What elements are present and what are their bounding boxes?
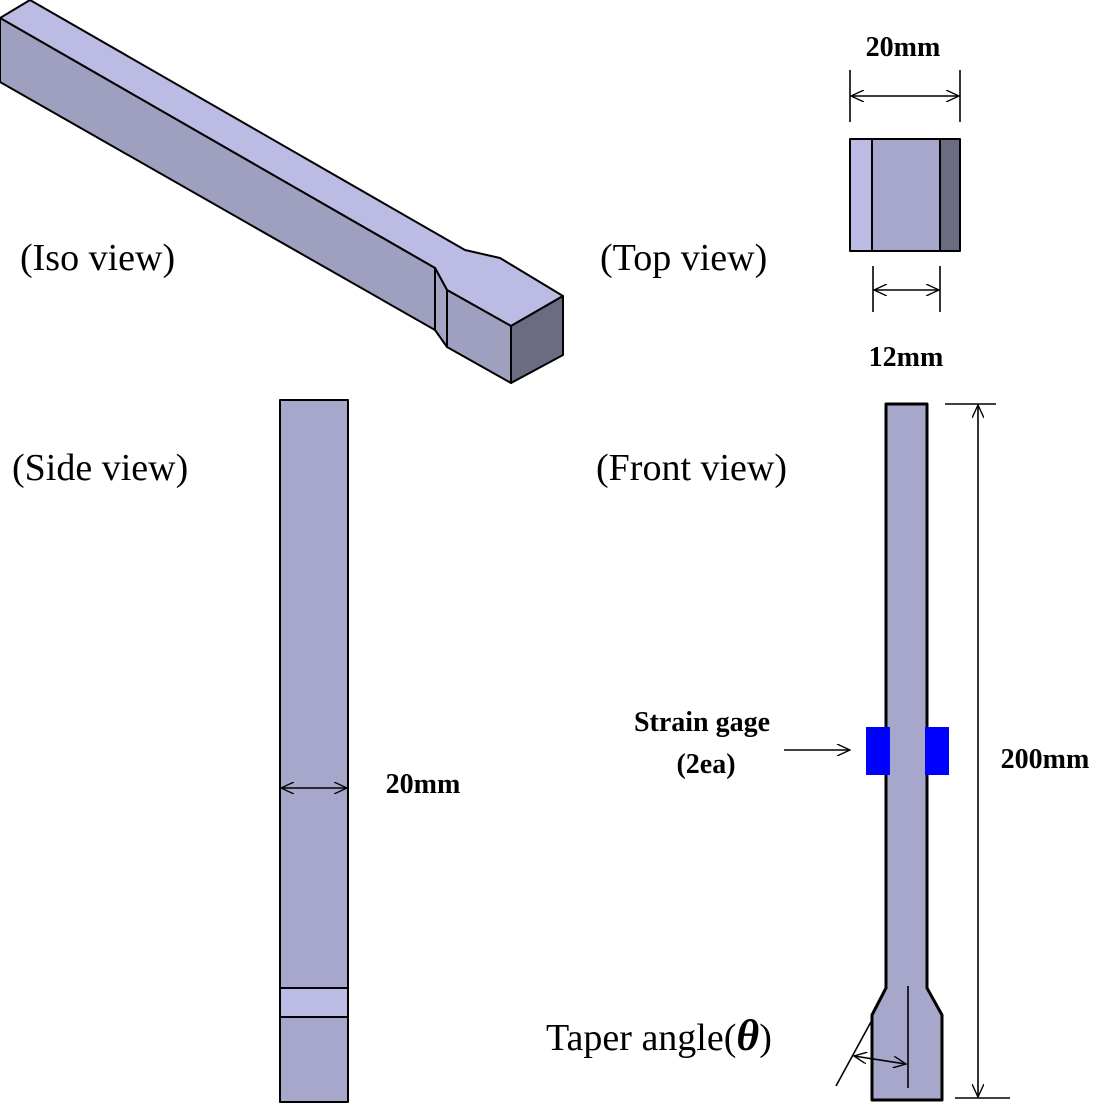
length-label: 200mm <box>1001 744 1090 775</box>
taper-angle-text: Taper angle( <box>546 1017 736 1059</box>
side-view-taper-band <box>279 987 349 1018</box>
taper-extension-line <box>835 1019 873 1087</box>
top-view-dark-strip <box>940 140 959 250</box>
top-view <box>849 70 961 312</box>
strain-gage-label: Strain gage <box>634 707 770 738</box>
side-view-label: (Side view) <box>12 447 188 489</box>
iso-end-face <box>510 295 564 384</box>
theta-symbol: θ <box>736 1011 759 1060</box>
top-view-label: (Top view) <box>600 237 767 279</box>
side-view-body <box>279 399 349 1103</box>
iso-side-face <box>0 17 436 331</box>
strain-gage-right <box>925 727 949 775</box>
front-view-body <box>870 402 944 1102</box>
iso-view-label: (Iso view) <box>20 237 175 279</box>
side-view <box>279 399 349 1103</box>
front-view <box>784 402 1010 1102</box>
top-view-light-strip <box>851 140 872 250</box>
taper-angle-arrow <box>854 1056 906 1064</box>
side-width-label: 20mm <box>386 769 461 800</box>
top-width-label: 20mm <box>866 32 941 63</box>
taper-angle-label: Taper angle(θ) <box>546 1011 772 1060</box>
iso-view <box>0 0 564 384</box>
taper-angle-close: ) <box>759 1017 772 1059</box>
strain-gage-left <box>866 727 890 775</box>
top-inner-label: 12mm <box>869 342 944 373</box>
front-view-label: (Front view) <box>596 447 787 489</box>
strain-gage-count: (2ea) <box>676 749 735 780</box>
